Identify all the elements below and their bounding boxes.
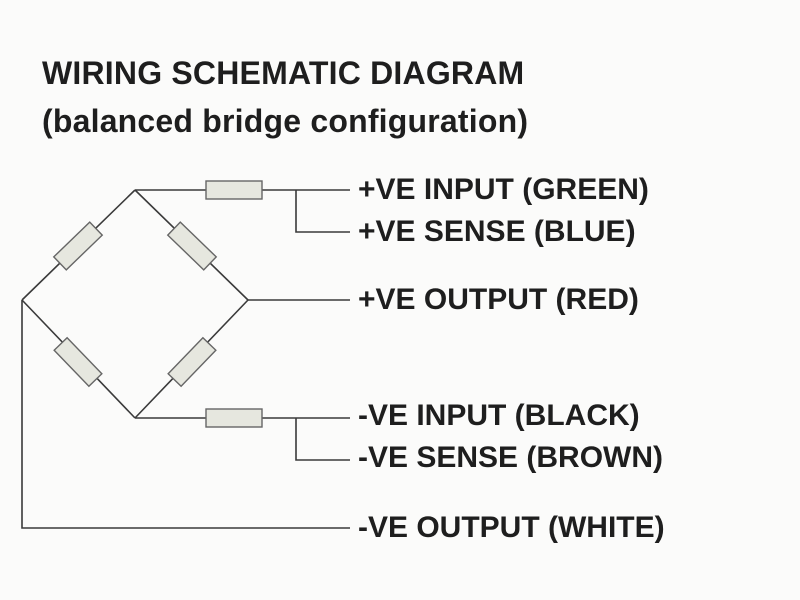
resistor-negative-input: [205, 408, 263, 428]
label-negative-input: -VE INPUT (BLACK): [358, 399, 640, 432]
wire-negative-sense: [295, 418, 350, 461]
resistor-top-right: [166, 221, 218, 271]
resistor-positive-input: [205, 180, 263, 200]
label-negative-output: -VE OUTPUT (WHITE): [358, 511, 665, 544]
resistor-bottom-right: [167, 336, 217, 388]
wire-positive-sense: [295, 190, 350, 233]
label-positive-input: +VE INPUT (GREEN): [358, 173, 649, 206]
resistor-top-left: [52, 221, 104, 271]
diagram-title: WIRING SCHEMATIC DIAGRAM: [42, 55, 525, 91]
label-negative-sense: -VE SENSE (BROWN): [358, 441, 664, 474]
diagram-subtitle: (balanced bridge configuration): [42, 103, 529, 139]
wire-negative-output: [21, 300, 350, 529]
resistor-bottom-left: [53, 336, 103, 388]
label-positive-output: +VE OUTPUT (RED): [358, 283, 639, 316]
label-positive-sense: +VE SENSE (BLUE): [358, 215, 636, 248]
